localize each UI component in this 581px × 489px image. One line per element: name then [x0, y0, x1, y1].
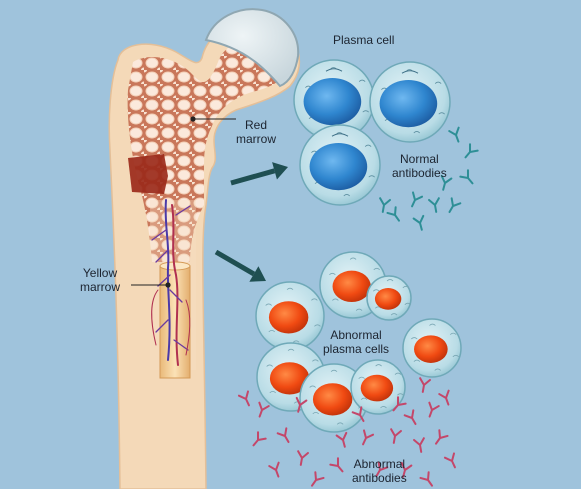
abnormal-antibody	[268, 461, 280, 478]
abnormal-antibody	[276, 427, 290, 444]
antibodies-layer	[237, 126, 479, 487]
normal-antibody	[448, 126, 460, 143]
yellow-marrow-label: Yellow marrow	[80, 266, 121, 294]
normal-plasma-cell	[369, 61, 451, 143]
abnormal-plasma-cells-label: Abnormal plasma cells	[323, 328, 390, 356]
abnormal-plasma-cell	[366, 275, 412, 321]
femur-bone	[108, 21, 301, 489]
abnormal-plasma-cell	[350, 359, 406, 415]
normal-antibody	[440, 174, 453, 191]
normal-antibody	[386, 206, 401, 222]
abnormal-antibody	[258, 401, 270, 418]
normal-antibody	[412, 214, 425, 231]
abnormal-antibody	[295, 396, 308, 413]
abnormal-antibody	[329, 457, 344, 473]
abnormal-antibody	[400, 461, 413, 478]
normal-antibody	[428, 197, 440, 213]
abnormal-antibody	[237, 390, 250, 407]
abnormal-antibody	[413, 437, 425, 453]
normal-antibody	[464, 143, 479, 159]
abnormal-antibody	[419, 377, 431, 393]
red-marrow-patch	[128, 154, 168, 194]
normal-antibodies-label: Normal antibodies	[392, 152, 447, 180]
arrow-to-abnormal-cells	[214, 249, 266, 282]
leader-lines	[131, 116, 236, 288]
red-marrow-label: Red marrow	[236, 118, 277, 146]
abnormal-antibody	[310, 471, 325, 487]
normal-antibody	[448, 197, 462, 214]
plasma-cell-label: Plasma cell	[333, 33, 395, 47]
abnormal-plasma-cell	[402, 318, 462, 378]
abnormal-antibody	[351, 406, 365, 423]
abnormal-antibody	[438, 389, 450, 406]
femoral-head-cartilage	[204, 8, 300, 88]
abnormal-antibody	[419, 471, 434, 487]
abnormal-antibody	[252, 431, 267, 447]
abnormal-antibody	[297, 450, 309, 466]
abnormal-antibody	[362, 429, 375, 446]
abnormal-antibody	[434, 429, 449, 445]
abnormal-antibody	[335, 431, 348, 448]
normal-plasma-cell	[293, 59, 375, 141]
abnormal-antibody	[375, 461, 389, 478]
normal-antibody	[379, 197, 391, 213]
abnormal-antibody	[392, 396, 407, 412]
blood-vessels	[151, 199, 191, 366]
arrow-to-normal-cells	[230, 162, 288, 186]
abnormal-antibody	[443, 452, 456, 469]
abnormal-plasma-cell	[255, 281, 325, 351]
abnormal-antibody	[403, 409, 417, 426]
normal-antibody	[459, 169, 474, 185]
abnormal-antibody	[428, 401, 440, 418]
cells-layer	[255, 59, 462, 433]
arrows	[214, 162, 288, 282]
normal-antibody	[411, 191, 424, 208]
abnormal-antibodies-label: Abnormal antibodies	[352, 457, 407, 485]
normal-plasma-cell	[299, 124, 381, 206]
abnormal-antibody	[390, 428, 402, 444]
